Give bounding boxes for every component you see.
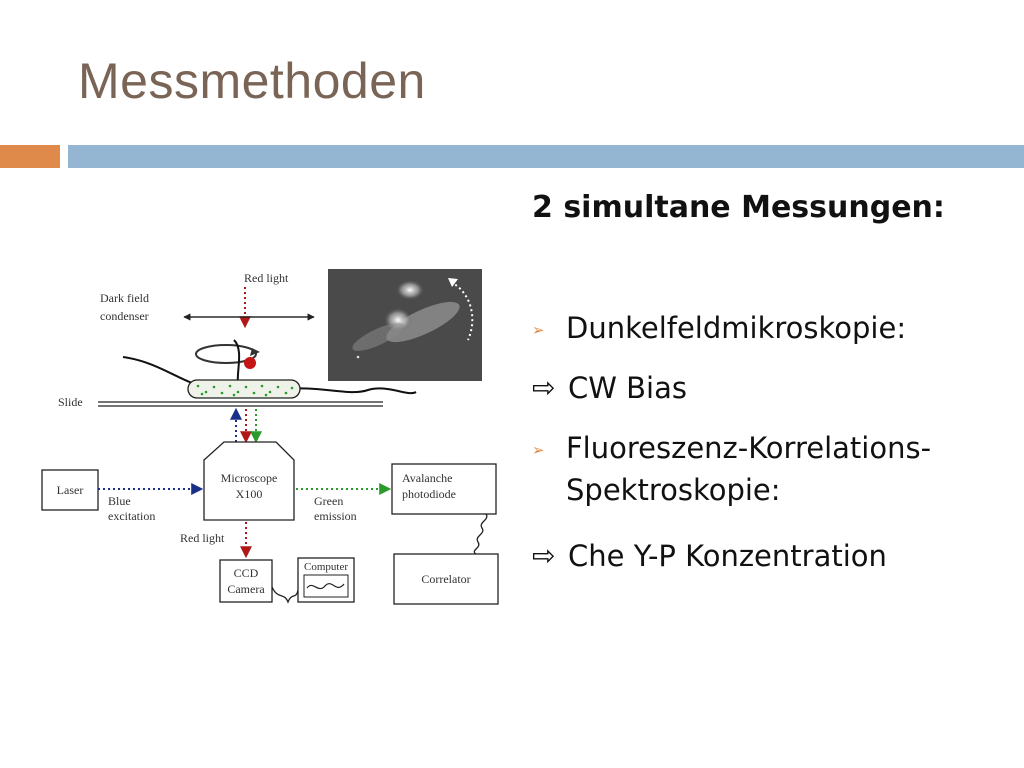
hollow-arrow-right-icon: ⇨ — [532, 371, 556, 404]
sample-chamber — [187, 379, 301, 399]
rotation-arrow-icon — [195, 344, 257, 364]
bullet-text: CW Bias — [568, 371, 687, 405]
bead-icon — [244, 357, 256, 369]
label-avalanche-2: photodiode — [402, 487, 456, 501]
label-correlator: Correlator — [421, 572, 470, 586]
label-red-light-top: Red light — [244, 271, 289, 285]
accent-bar-orange — [0, 145, 60, 168]
chevron-right-icon: ➢ — [532, 321, 545, 339]
photodiode-box — [391, 463, 497, 515]
cable-coil-right — [473, 513, 488, 555]
label-ccd-1: CCD — [234, 566, 259, 580]
label-dark-field-1: Dark field — [100, 291, 149, 305]
label-ccd-2: Camera — [227, 582, 265, 596]
cable-coil-left — [271, 586, 299, 604]
bullet-text-line-1: Fluoreszenz-Korrelations- — [566, 431, 932, 465]
ccd-camera-box — [219, 559, 273, 603]
bullet-text: Dunkelfeldmikroskopie: — [566, 311, 907, 345]
accent-bar-blue — [68, 145, 1024, 168]
label-laser: Laser — [57, 483, 84, 497]
experiment-diagram: Red light Dark field condenser Slide — [38, 262, 508, 612]
hollow-arrow-right-icon: ⇨ — [532, 539, 556, 572]
label-microscope-2: X100 — [236, 487, 263, 501]
bullet-text: Che Y-P Konzentration — [568, 539, 887, 573]
chevron-right-icon: ➢ — [532, 441, 545, 459]
label-slide: Slide — [58, 395, 83, 409]
diagram-svg: Red light Dark field condenser Slide — [41, 269, 499, 605]
label-blue-excitation-2: excitation — [108, 509, 155, 523]
waveform-icon — [306, 583, 345, 590]
subheading: 2 simultane Messungen: — [532, 190, 945, 225]
label-avalanche-1: Avalanche — [402, 471, 452, 485]
micrograph-image — [328, 269, 482, 381]
label-dark-field-2: condenser — [100, 309, 149, 323]
slide-title: Messmethoden — [78, 53, 426, 109]
label-computer: Computer — [304, 561, 348, 573]
label-green-emission-2: emission — [314, 509, 357, 523]
label-red-light-bottom: Red light — [180, 531, 225, 545]
correlator-box — [393, 553, 499, 605]
label-microscope-1: Microscope — [221, 471, 278, 485]
label-green-emission-1: Green — [314, 494, 343, 508]
bullet-text-line-2: Spektroskopie: — [566, 473, 781, 507]
microscope-box — [203, 441, 295, 521]
label-blue-excitation-1: Blue — [108, 494, 131, 508]
